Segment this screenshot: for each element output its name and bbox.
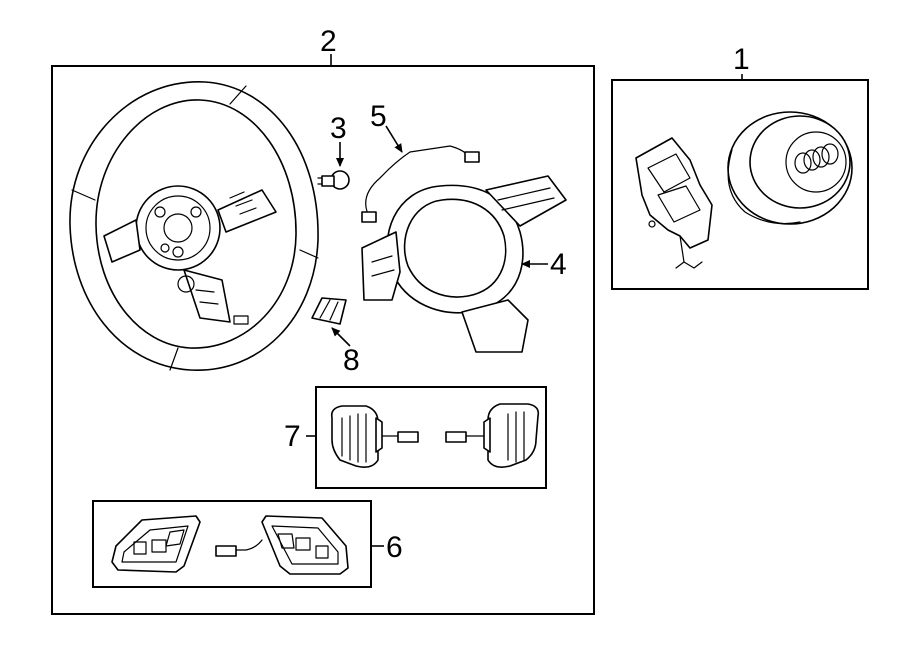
- steering-wheel[interactable]: [69, 81, 319, 371]
- callout-2: 2: [320, 25, 337, 58]
- paddle-switch-box: [315, 386, 547, 489]
- callout-1: 1: [733, 43, 750, 76]
- brand-rings-logo: [794, 143, 839, 174]
- callout-8: 8: [343, 344, 360, 377]
- right-paddle-switch[interactable]: [445, 403, 540, 468]
- screw-part[interactable]: [317, 170, 350, 190]
- callout-5: 5: [370, 100, 387, 133]
- control-switch-box: [92, 500, 372, 588]
- left-control-switch[interactable]: [111, 515, 201, 573]
- airbag-module[interactable]: [727, 111, 853, 225]
- clock-spring-bracket[interactable]: [635, 137, 713, 269]
- callout-4: 4: [550, 248, 567, 281]
- small-switch[interactable]: [311, 297, 347, 325]
- right-control-switch[interactable]: [215, 515, 349, 575]
- airbag-box: [611, 79, 869, 290]
- trim-cover[interactable]: [361, 175, 567, 353]
- wiring-harness[interactable]: [361, 145, 480, 223]
- callout-3: 3: [330, 112, 347, 145]
- left-paddle-switch[interactable]: [330, 405, 419, 468]
- steering-wheel-assembly-box: [51, 65, 595, 615]
- callout-7: 7: [284, 420, 301, 453]
- callout-6: 6: [386, 531, 403, 564]
